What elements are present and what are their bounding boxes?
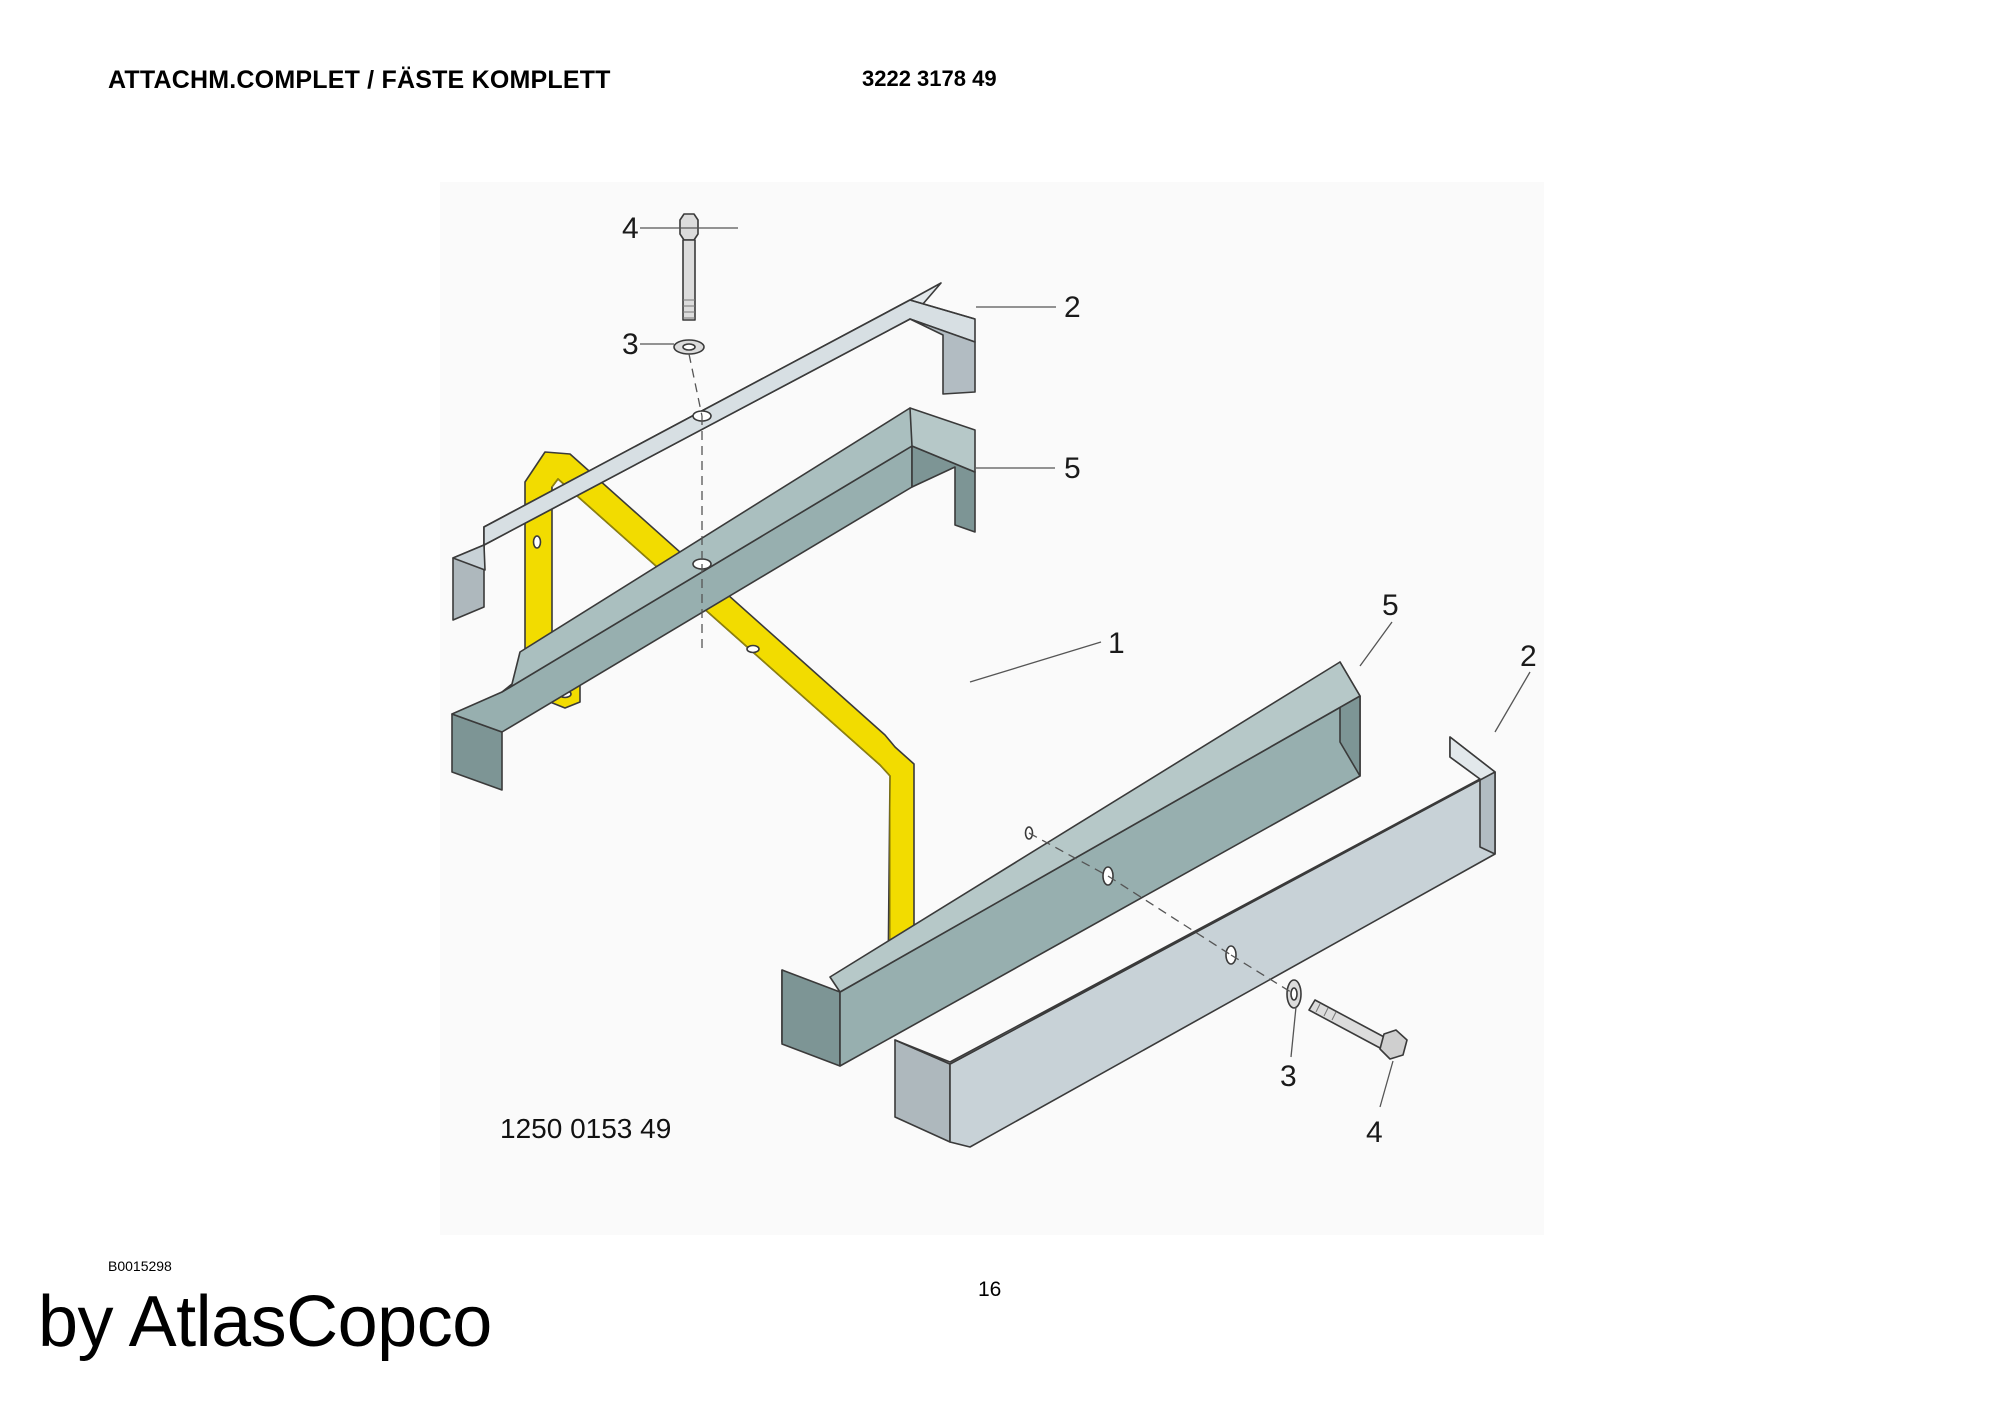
frame-hole [746,644,760,654]
lower-outer-bracket [894,736,1496,1148]
lower-inner-bracket [781,661,1361,1067]
assembly-code: 3222 3178 49 [862,66,997,91]
callout-3-top: 3 [622,328,639,361]
top-washer [673,339,705,355]
leader-lines [640,227,1531,1108]
exploded-view-diagram: 4 3 2 5 1 5 2 3 4 1250 0153 49 [440,182,1544,1235]
bottom-washer [1286,979,1302,1009]
top-bolt [679,213,699,321]
upper-inner-bracket [451,407,976,791]
callout-1: 1 [1108,627,1125,660]
document-id: B0015298 [108,1258,172,1274]
callout-2-top: 2 [1064,291,1081,324]
callout-2-bottom: 2 [1520,640,1537,673]
brand-watermark: by AtlasCopco [38,1282,492,1362]
callout-4-top: 4 [622,212,639,245]
page-title: ATTACHM.COMPLET / FÄSTE KOMPLETT [108,66,611,94]
callout-4-bottom: 4 [1366,1116,1383,1149]
alignment-lines [688,353,1295,995]
callout-3-bottom: 3 [1280,1060,1297,1093]
frame-hole [532,535,542,549]
bottom-bolt [1308,999,1408,1060]
callout-5-bottom: 5 [1382,589,1399,622]
upper-outer-bracket [452,282,976,621]
callout-5-top: 5 [1064,452,1081,485]
part-number: 1250 0153 49 [500,1113,671,1144]
page-number: 16 [978,1278,1002,1301]
